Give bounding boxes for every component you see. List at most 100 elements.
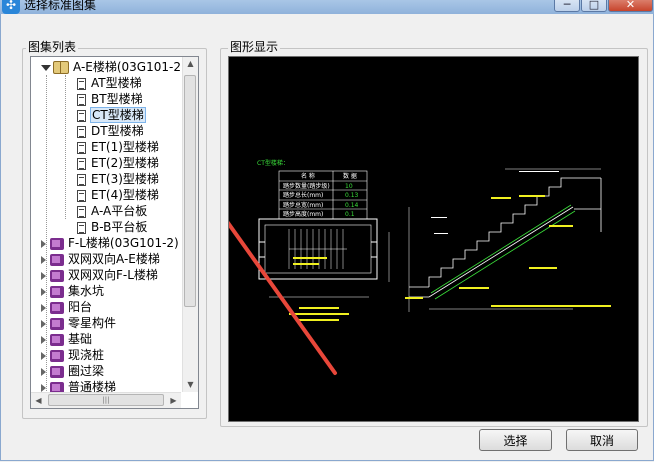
book-icon (50, 381, 64, 394)
drawing-display-label: 图形显示 (228, 38, 281, 55)
document-icon (77, 77, 86, 90)
scroll-left-icon[interactable]: ◀ (35, 396, 42, 405)
open-book-icon (53, 61, 69, 74)
tree-node-sump-pit[interactable]: 集水坑 (41, 283, 104, 299)
book-icon (50, 349, 64, 362)
table-cell: 0.14 (345, 202, 359, 209)
tree-leaf-b-b-platform[interactable]: B-B平台板 (77, 219, 147, 235)
scroll-right-icon[interactable]: ▶ (170, 396, 177, 405)
tree-leaf-label: ET(4)型楼梯 (91, 188, 159, 202)
tree-leaf-label: BT型楼梯 (91, 92, 143, 106)
tree-node-dual-mesh-a-e[interactable]: 双网双向A-E楼梯 (41, 251, 160, 267)
table-cell: 踏步总宽(mm) (283, 201, 323, 209)
close-button[interactable]: ✕ (608, 0, 653, 12)
cancel-button[interactable]: 取消 (566, 429, 638, 451)
tree-leaf-et4-stair[interactable]: ET(4)型楼梯 (77, 187, 159, 203)
tree-leaf-et3-stair[interactable]: ET(3)型楼梯 (77, 171, 159, 187)
tree-leaf-label: ET(1)型楼梯 (91, 140, 159, 154)
expand-icon[interactable] (41, 287, 46, 296)
book-icon (50, 317, 64, 330)
cad-drawing: CT型楼梯： 名 称 数 据 踏步数量(踏步级) 10 踏步总长(mm) 0.1… (257, 159, 611, 321)
table-cell: 踏步高度(mm) (283, 210, 323, 218)
tree-node-f-l-stairs[interactable]: F-L楼梯(03G101-2) (41, 235, 179, 251)
tree-node-label: 双网双向A-E楼梯 (68, 252, 160, 266)
tree-node-misc-components[interactable]: 零星构件 (41, 315, 116, 331)
table-cell: 0.13 (345, 192, 359, 199)
section-annotations (405, 195, 611, 307)
expand-icon[interactable] (41, 239, 46, 248)
stair-section-view (408, 168, 602, 312)
expand-icon[interactable] (41, 335, 46, 344)
tree-leaf-label: DT型楼梯 (91, 124, 144, 138)
tree-leaf-et2-stair[interactable]: ET(2)型楼梯 (77, 155, 159, 171)
tree-node-normal-stair[interactable]: 普通楼梯 (41, 379, 116, 395)
table-header-name: 名 称 (301, 172, 315, 180)
expand-icon[interactable] (41, 383, 46, 392)
tree-node-label: 基础 (68, 332, 93, 346)
vertical-scroll-thumb[interactable] (184, 75, 196, 307)
section-dimension-marks (431, 171, 559, 234)
table-cell: 踏步总长(mm) (283, 191, 323, 199)
tree-node-balcony[interactable]: 阳台 (41, 299, 92, 315)
scroll-down-icon[interactable]: ▼ (187, 380, 194, 389)
tree-leaf-label: CT型楼梯 (90, 107, 146, 123)
document-icon (77, 109, 86, 122)
atlas-tree[interactable]: A-E楼梯(03G101-2) AT型楼梯 BT型楼梯 CT型楼梯 DT型楼梯 … (30, 56, 199, 409)
tree-node-label: 集水坑 (68, 284, 105, 298)
atlas-list-label: 图集列表 (26, 38, 79, 55)
tree-node-label: 双网双向F-L楼梯 (68, 268, 158, 282)
tree-vertical-scrollbar[interactable]: ▲ ▼ (182, 57, 198, 392)
tree-leaf-dt-stair[interactable]: DT型楼梯 (77, 123, 144, 139)
drawing-preview: CT型楼梯： 名 称 数 据 踏步数量(踏步级) 10 踏步总长(mm) 0.1… (228, 56, 639, 422)
document-icon (77, 173, 86, 186)
tree-leaf-ct-stair[interactable]: CT型楼梯 (77, 107, 146, 123)
horizontal-scroll-thumb[interactable]: ||| (48, 394, 164, 406)
scroll-up-icon[interactable]: ▲ (187, 59, 194, 68)
stair-plan-view (258, 218, 390, 298)
drawing-display-group (220, 48, 648, 427)
tree-node-cast-pile[interactable]: 现浇桩 (41, 347, 104, 363)
document-icon (77, 221, 86, 234)
expand-icon[interactable] (41, 303, 46, 312)
expand-icon[interactable] (41, 351, 46, 360)
document-icon (77, 141, 86, 154)
tree-leaf-bt-stair[interactable]: BT型楼梯 (77, 91, 143, 107)
table-cell: 踏步数量(踏步级) (283, 182, 330, 190)
tree-node-ring-beam[interactable]: 圈过梁 (41, 363, 104, 379)
tree-leaf-at-stair[interactable]: AT型楼梯 (77, 75, 142, 91)
tree-leaf-label: AT型楼梯 (91, 76, 142, 90)
expand-icon[interactable] (41, 255, 46, 264)
tree-leaf-label: A-A平台板 (91, 204, 148, 218)
app-icon: ✣ (2, 0, 20, 14)
collapse-icon[interactable] (41, 64, 51, 71)
book-icon (50, 333, 64, 346)
red-pointer-arrow (229, 220, 337, 375)
plan-annotations (289, 257, 349, 321)
expand-icon[interactable] (41, 271, 46, 280)
book-icon (50, 365, 64, 378)
tree-node-foundation[interactable]: 基础 (41, 331, 92, 347)
tree-leaf-a-a-platform[interactable]: A-A平台板 (77, 203, 147, 219)
tree-node-label: 阳台 (68, 300, 93, 314)
tree-horizontal-scrollbar[interactable]: ◀ ||| ▶ (31, 392, 181, 408)
tree-node-label: A-E楼梯(03G101-2) (73, 60, 186, 74)
tree-node-dual-mesh-f-l[interactable]: 双网双向F-L楼梯 (41, 267, 158, 283)
tree-leaf-label: ET(3)型楼梯 (91, 172, 159, 186)
drawing-heading: CT型楼梯： (257, 159, 289, 167)
book-icon (50, 285, 64, 298)
table-cell: 10 (345, 183, 353, 190)
atlas-list-group (22, 48, 207, 419)
select-button[interactable]: 选择 (479, 429, 552, 451)
tree-leaf-et1-stair[interactable]: ET(1)型楼梯 (77, 139, 159, 155)
tree-node-a-e-stairs[interactable]: A-E楼梯(03G101-2) (41, 59, 186, 75)
expand-icon[interactable] (41, 367, 46, 376)
maximize-button[interactable]: □ (581, 0, 607, 12)
table-header-data: 数 据 (343, 172, 357, 180)
tree-node-label: F-L楼梯(03G101-2) (68, 236, 179, 250)
document-icon (77, 189, 86, 202)
minimize-button[interactable]: ─ (554, 0, 580, 12)
book-icon (50, 301, 64, 314)
tree-leaf-label: ET(2)型楼梯 (91, 156, 159, 170)
expand-icon[interactable] (41, 319, 46, 328)
book-icon (50, 253, 64, 266)
